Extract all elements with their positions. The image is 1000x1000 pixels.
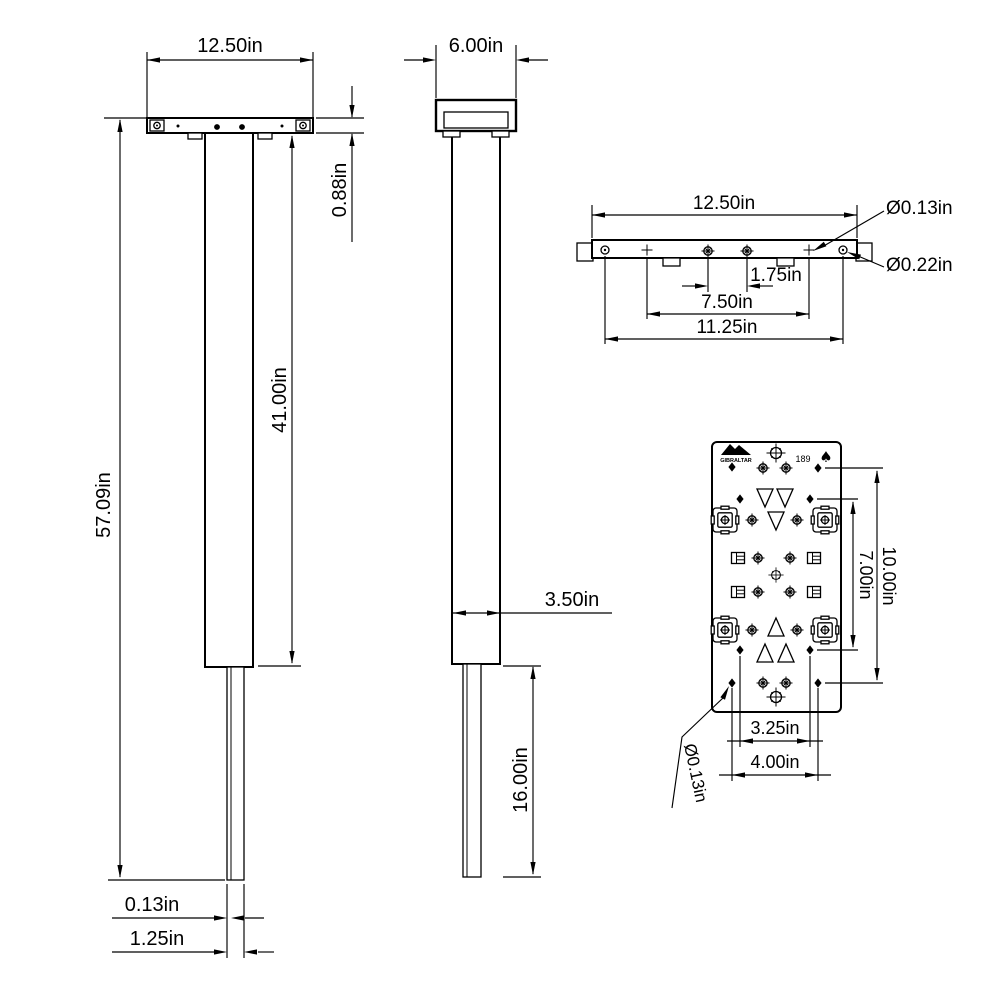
front-pole	[204, 132, 254, 668]
side-pole	[451, 130, 501, 665]
dim-edge-width: 12.50in	[693, 193, 755, 214]
dim-front-anchor-width: 1.25in	[130, 928, 185, 950]
dim-top-inner-v: 7.00in	[856, 550, 876, 599]
front-mounting-plate	[146, 117, 314, 134]
dim-front-total-height: 57.09in	[93, 472, 115, 538]
brand-text: GIBRALTAR	[720, 458, 752, 464]
dim-top-outer-h: 4.00in	[750, 752, 799, 772]
plate-top-view: GIBRALTAR 189 ♠	[671, 441, 899, 809]
dim-top-outer-v: 10.00in	[879, 546, 899, 605]
brand-logo: GIBRALTAR	[720, 444, 752, 464]
front-anchor-tube	[226, 666, 245, 881]
part-number: 189	[795, 454, 810, 464]
dim-edge-center-spacing: 1.75in	[750, 265, 802, 286]
dim-edge-mid-spacing: 7.50in	[701, 292, 753, 313]
front-view: 12.50in 57.09in 41.00in 0.88in 0.13in	[93, 35, 364, 958]
plate-edge-view: 12.50in 1.75in 7.50in 11.25in Ø0.13in Ø0…	[576, 193, 953, 344]
dim-front-plate-thickness: 0.88in	[329, 163, 351, 218]
dim-edge-small-hole: Ø0.13in	[886, 198, 953, 219]
dim-side-anchor-length: 16.00in	[510, 747, 532, 813]
dim-side-depth: 6.00in	[449, 35, 504, 57]
mountain-logo-icon	[721, 444, 751, 455]
side-view: 6.00in 3.50in 16.00in	[404, 35, 612, 878]
dim-top-inner-h: 3.25in	[750, 718, 799, 738]
dim-edge-outer-spacing: 11.25in	[697, 317, 758, 338]
dim-edge-large-hole: Ø0.22in	[886, 255, 953, 276]
side-anchor-tube	[462, 663, 482, 878]
edge-plate-bar	[591, 239, 858, 259]
dim-front-pole-length: 41.00in	[269, 367, 291, 433]
dim-front-width: 12.50in	[197, 35, 263, 57]
dim-side-pole-width: 3.50in	[545, 589, 600, 611]
dim-front-wall-thickness: 0.13in	[125, 894, 180, 916]
spade-icon: ♠	[819, 448, 832, 466]
dim-top-hole-dia: Ø0.13in	[680, 742, 711, 804]
